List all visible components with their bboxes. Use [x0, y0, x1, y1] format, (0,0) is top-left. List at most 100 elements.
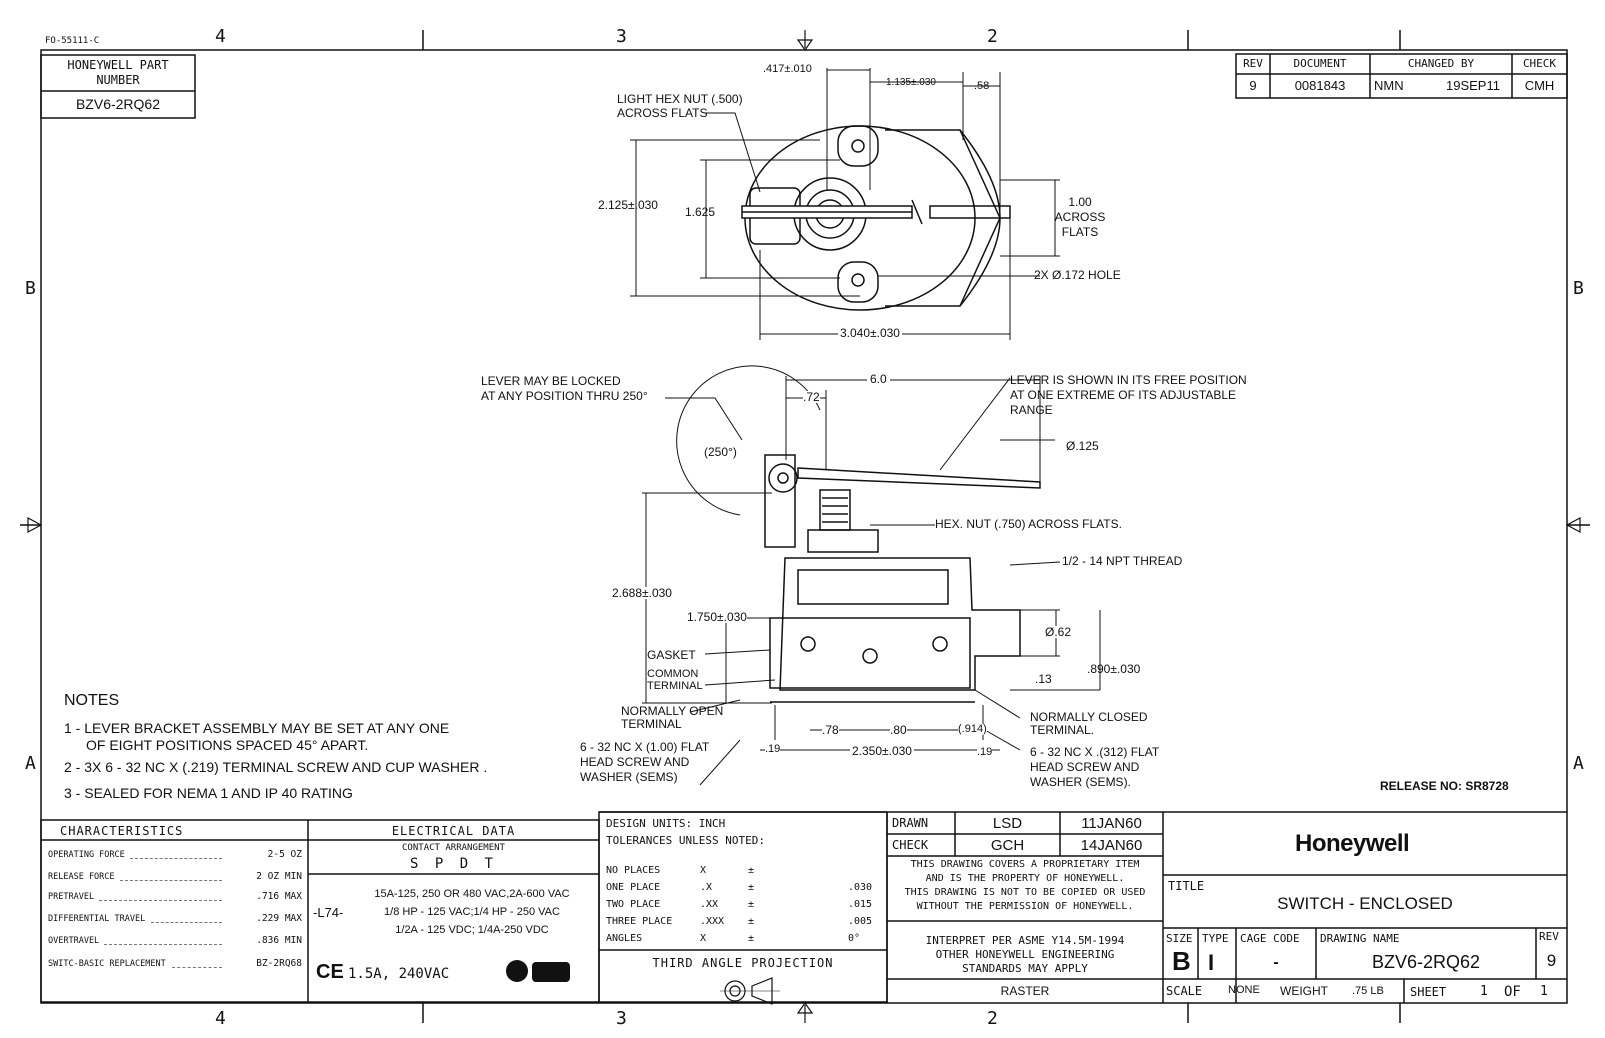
- dim-80: .80: [890, 723, 907, 737]
- screw-left-1: 6 - 32 NC X (1.00) FLAT: [580, 740, 710, 754]
- characteristic-value: .716 MAX: [256, 891, 302, 902]
- tolerance-value: .015: [848, 899, 873, 910]
- zone-top-3: 3: [616, 26, 627, 47]
- changed-date-value: 19SEP11: [1446, 78, 1500, 93]
- leader-dots: [130, 858, 222, 859]
- dim-3040: 3.040±.030: [838, 326, 902, 340]
- projection-label: THIRD ANGLE PROJECTION: [652, 956, 834, 970]
- plus-minus-sign: ±: [748, 882, 755, 893]
- ul-recognized-icon: [532, 962, 570, 982]
- contact-arrangement-label: CONTACT ARRANGEMENT: [402, 843, 505, 853]
- interpret-1: INTERPRET PER ASME Y14.5M-1994: [925, 934, 1125, 947]
- document-value: 0081843: [1294, 78, 1346, 93]
- part-number-title: HONEYWELL PART NUMBER: [67, 58, 169, 87]
- angle-250: (250°): [704, 445, 737, 459]
- note-3: 3 - SEALED FOR NEMA 1 AND IP 40 RATING: [64, 785, 353, 801]
- characteristic-label: OPERATING FORCE: [48, 850, 125, 860]
- tolerance-label: THREE PLACE: [606, 916, 673, 927]
- check-by: GCH: [990, 837, 1025, 854]
- top-hex-nut-label: LIGHT HEX NUT (.500) ACROSS FLATS: [617, 92, 743, 120]
- zone-right-b: B: [1573, 278, 1584, 299]
- form-id: FO-55111-C: [45, 36, 100, 46]
- dim-58: .58: [974, 80, 990, 92]
- cage-code-label: CAGE CODE: [1240, 932, 1300, 945]
- zone-bottom-4: 4: [215, 1008, 226, 1029]
- screw-right-3: WASHER (SEMS).: [1030, 775, 1131, 789]
- zone-right-a: A: [1573, 753, 1584, 774]
- drawing-title: SWITCH - ENCLOSED: [1277, 894, 1453, 913]
- dim-914: (.914): [958, 723, 987, 735]
- dim-72: .72: [803, 390, 820, 404]
- check-date: 14JAN60: [1080, 837, 1143, 854]
- raster-label: RASTER: [1000, 984, 1050, 998]
- proprietary-1: THIS DRAWING COVERS A PROPRIETARY ITEM: [910, 859, 1140, 870]
- leader-dots: [150, 922, 222, 923]
- leader-dots: [98, 900, 222, 901]
- weight-label: WEIGHT: [1280, 984, 1328, 998]
- title-label: TITLE: [1168, 879, 1205, 893]
- across-flats-3: FLATS: [1061, 225, 1099, 239]
- characteristic-label: DIFFERENTIAL TRAVEL: [48, 914, 146, 924]
- zone-left-b: B: [25, 278, 36, 299]
- changed-by-value: NMN: [1374, 78, 1404, 93]
- plus-minus-sign: ±: [748, 933, 755, 944]
- dim-417: .417±.010: [763, 63, 812, 75]
- drawing-name-value: BZV6-2RQ62: [1371, 952, 1481, 972]
- note-1: 1 - LEVER BRACKET ASSEMBLY MAY BE SET AT…: [64, 720, 450, 736]
- across-flats-1: 1.00: [1068, 195, 1092, 209]
- dim-19-right: .19: [977, 746, 993, 758]
- of-value: 1: [1540, 984, 1548, 999]
- dim-19-left: .19: [765, 743, 781, 755]
- no-terminal-2: TERMINAL: [621, 717, 682, 731]
- check-label: CHECK: [892, 838, 929, 852]
- characteristic-value: 2 OZ MIN: [256, 871, 302, 882]
- plus-minus-sign: ±: [748, 899, 755, 910]
- characteristic-value: .836 MIN: [256, 935, 302, 946]
- table-lines: [40, 53, 1568, 1003]
- dim-60: 6.0: [867, 373, 890, 385]
- part-number: BZV6-2RQ62: [75, 96, 161, 112]
- weight-value: .75 LB: [1352, 985, 1384, 997]
- tolerance-precision: X: [700, 933, 707, 944]
- lever-locked-2: AT ANY POSITION THRU 250°: [481, 389, 648, 403]
- tolerance-label: ANGLES: [606, 933, 643, 944]
- characteristics-title: CHARACTERISTICS: [60, 824, 184, 838]
- dim-1135: 1.135±.030: [886, 77, 936, 88]
- gasket-label: GASKET: [647, 648, 696, 662]
- projection-symbol: [720, 977, 780, 1005]
- type-label: TYPE: [1202, 932, 1229, 945]
- lever-locked-1: LEVER MAY BE LOCKED: [481, 374, 621, 388]
- document-header: DOCUMENT: [1293, 57, 1347, 70]
- zone-bottom-3: 3: [616, 1008, 627, 1029]
- ce-mark: CE: [316, 961, 344, 983]
- drawing-name-label: DRAWING NAME: [1320, 932, 1400, 945]
- check-value: CMH: [1524, 78, 1555, 93]
- check-header: CHECK: [1522, 57, 1557, 70]
- dim-2688: 2.688±.030: [612, 586, 672, 600]
- plus-minus-sign: ±: [748, 865, 755, 876]
- tolerance-value: .030: [848, 882, 873, 893]
- lever-free-1: LEVER IS SHOWN IN ITS FREE POSITION: [1010, 373, 1247, 387]
- screw-left-2: HEAD SCREW AND: [580, 755, 690, 769]
- changed-by-header: CHANGED BY: [1407, 57, 1475, 70]
- rating-3: 1/2A - 125 VDC; 1/4A-250 VDC: [395, 924, 549, 936]
- dim-1750: 1.750±.030: [687, 610, 747, 624]
- zone-top-2: 2: [987, 26, 998, 47]
- rating-1: 15A-125, 250 OR 480 VAC,2A-600 VAC: [374, 888, 570, 900]
- side-view: [676, 365, 1041, 703]
- screw-right-1: 6 - 32 NC X .(312) FLAT: [1030, 745, 1160, 759]
- nc-terminal-2: TERMINAL.: [1030, 723, 1095, 737]
- tolerances-header: TOLERANCES UNLESS NOTED:: [606, 834, 765, 847]
- zone-bottom-2: 2: [987, 1008, 998, 1029]
- frame-border: [40, 49, 1568, 1004]
- tolerance-precision: .X: [700, 882, 713, 893]
- drawn-date: 11JAN60: [1081, 815, 1142, 832]
- hex-nut-750: HEX. NUT (.750) ACROSS FLATS.: [935, 517, 1122, 531]
- rev-value: 9: [1249, 78, 1257, 93]
- hole-label: 2X Ø.172 HOLE: [1034, 268, 1121, 282]
- dim-1625: 1.625: [685, 205, 716, 219]
- tolerance-value: 0°: [848, 933, 861, 944]
- screw-right-2: HEAD SCREW AND: [1030, 760, 1140, 774]
- ce-rating: 1.5A, 240VAC: [348, 966, 450, 982]
